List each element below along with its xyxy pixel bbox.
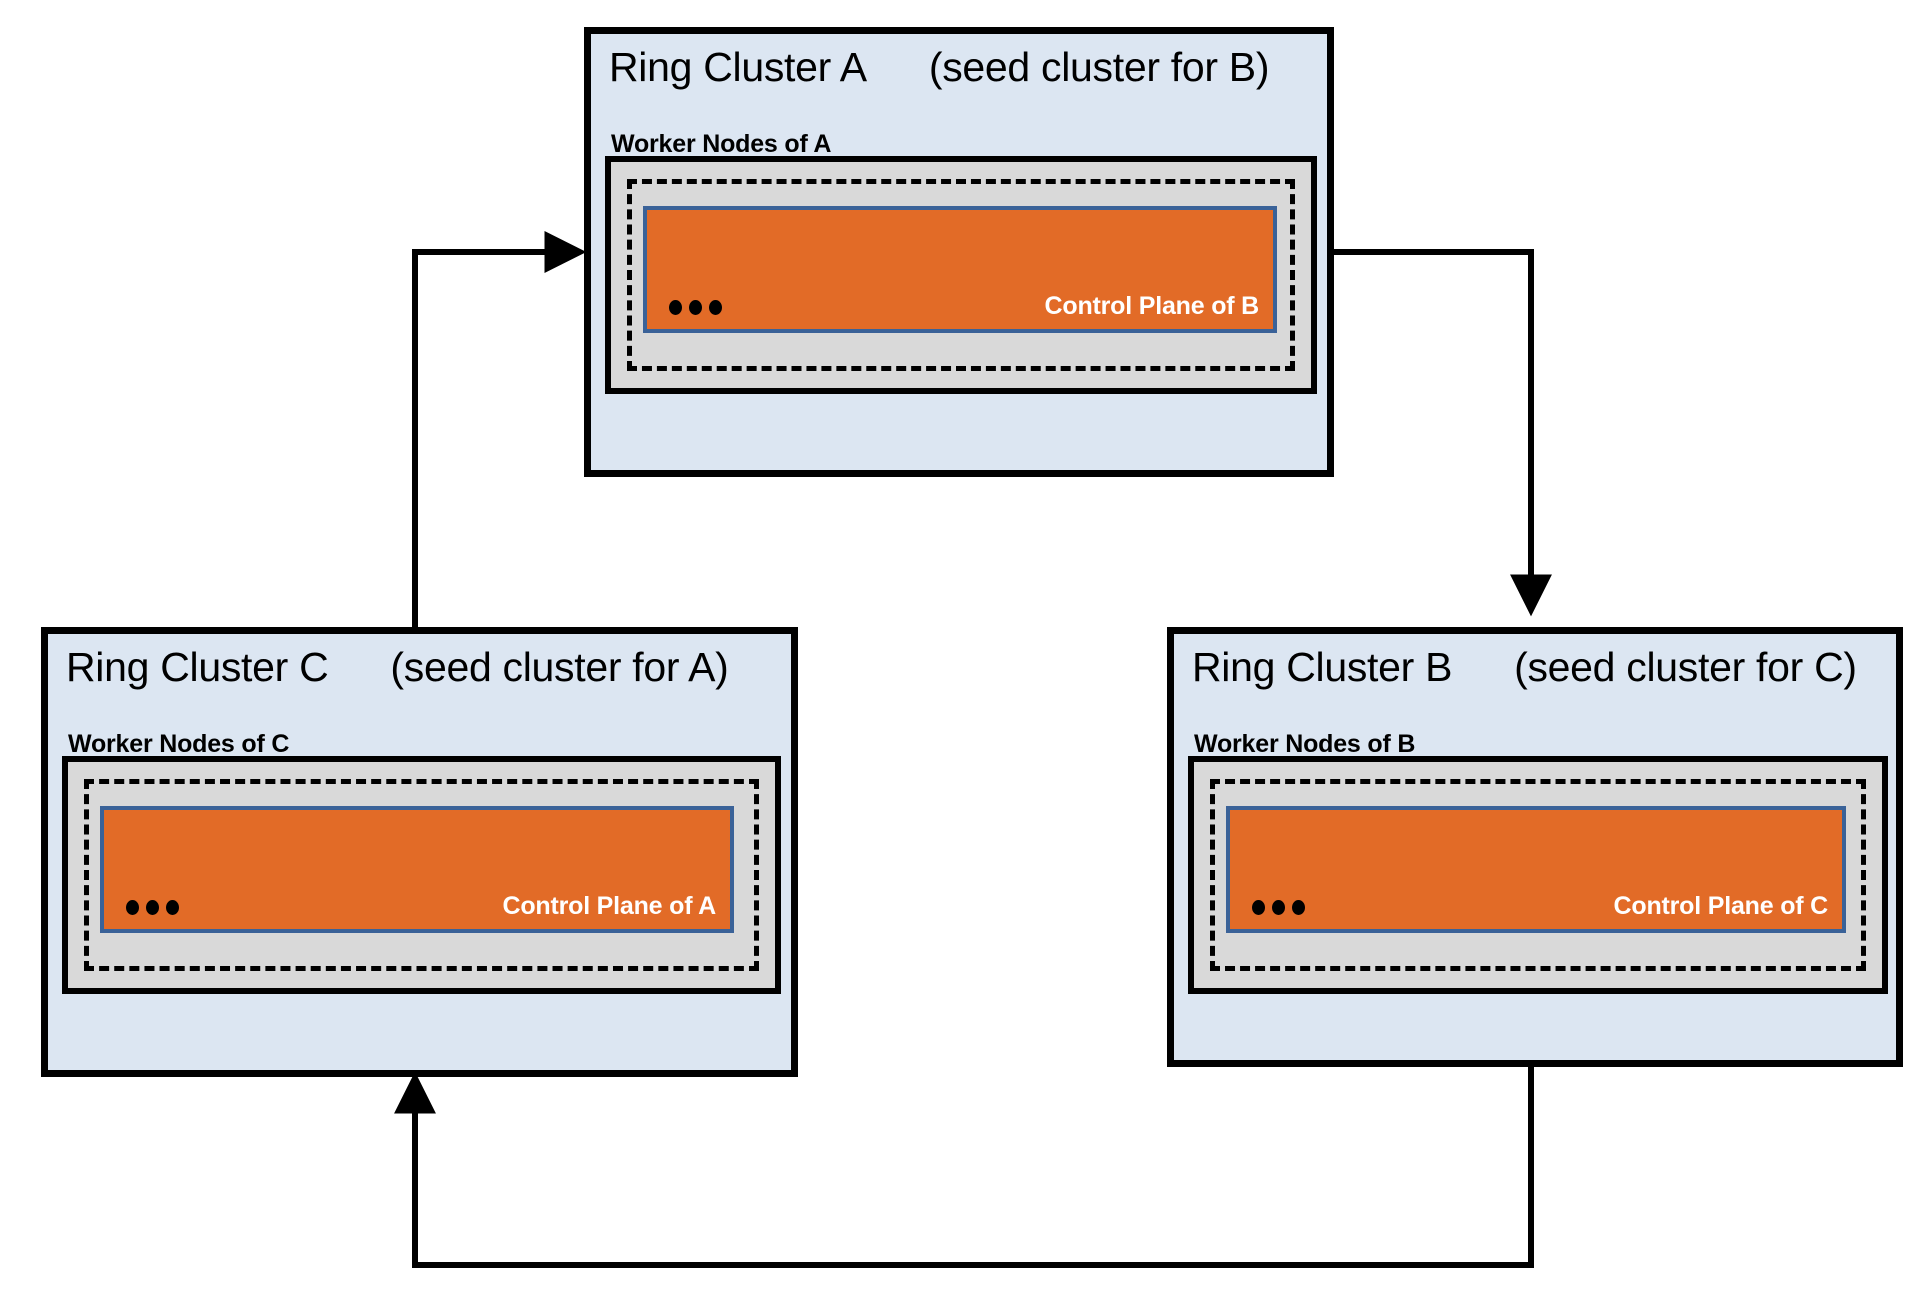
cluster-a-dashed-band — [627, 179, 1295, 371]
arrow-c-to-a — [412, 231, 587, 627]
cluster-a-name: Ring Cluster A — [609, 44, 867, 90]
cluster-c-title: Ring Cluster C (seed cluster for A) — [66, 644, 729, 691]
cluster-b-ellipsis-icon — [1252, 900, 1305, 915]
cluster-b-control-plane-label: Control Plane of C — [1613, 892, 1829, 920]
ring-cluster-b[interactable]: Ring Cluster B (seed cluster for C) Worke… — [1167, 627, 1903, 1067]
cluster-b-worker-nodes[interactable]: Control Plane of C — [1188, 756, 1888, 994]
cluster-c-worker-label: Worker Nodes of C — [68, 730, 290, 758]
ring-cluster-a[interactable]: Ring Cluster A (seed cluster for B) Worke… — [584, 27, 1334, 477]
cluster-b-worker-label: Worker Nodes of B — [1194, 730, 1416, 758]
cluster-a-control-plane-label: Control Plane of B — [1044, 292, 1260, 320]
cluster-b-name: Ring Cluster B — [1192, 644, 1453, 690]
cluster-c-control-plane[interactable]: Control Plane of A — [100, 806, 734, 933]
cluster-c-worker-nodes[interactable]: Control Plane of A — [62, 756, 781, 994]
cluster-a-control-plane[interactable]: Control Plane of B — [643, 206, 1277, 333]
cluster-b-dashed-band — [1210, 779, 1866, 971]
ring-cluster-c[interactable]: Ring Cluster C (seed cluster for A) Worke… — [41, 627, 798, 1077]
cluster-a-worker-nodes[interactable]: Control Plane of B — [605, 156, 1317, 394]
cluster-c-ellipsis-icon — [126, 900, 179, 915]
cluster-b-seed-note: (seed cluster for C) — [1514, 644, 1857, 690]
cluster-a-ellipsis-icon — [669, 300, 722, 315]
arrow-a-to-b — [1333, 249, 1552, 617]
cluster-c-dashed-band — [84, 779, 759, 971]
cluster-a-seed-note: (seed cluster for B) — [928, 44, 1270, 90]
cluster-c-name: Ring Cluster C — [66, 644, 329, 690]
cluster-c-seed-note: (seed cluster for A) — [390, 644, 729, 690]
cluster-b-control-plane[interactable]: Control Plane of C — [1226, 806, 1846, 933]
arrow-b-to-c — [394, 1067, 1534, 1268]
cluster-a-title: Ring Cluster A (seed cluster for B) — [609, 44, 1270, 91]
cluster-a-worker-label: Worker Nodes of A — [611, 130, 832, 158]
cluster-b-title: Ring Cluster B (seed cluster for C) — [1192, 644, 1857, 691]
cluster-c-control-plane-label: Control Plane of A — [502, 892, 716, 920]
